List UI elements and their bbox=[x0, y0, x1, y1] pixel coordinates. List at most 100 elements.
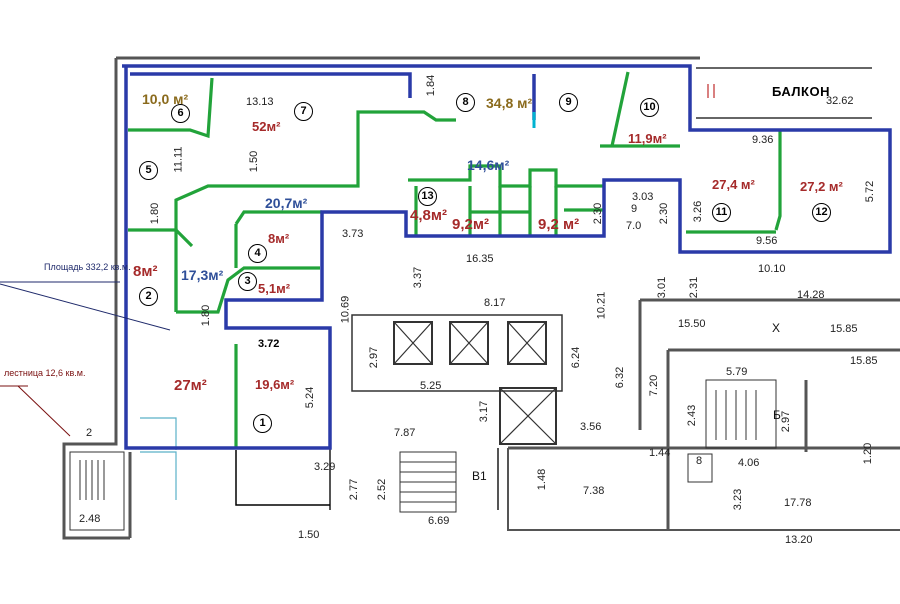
letter-b: Б bbox=[773, 408, 781, 422]
room-number-10: 10 bbox=[640, 98, 659, 117]
dim: 13.20 bbox=[785, 534, 813, 546]
dim: 7.0 bbox=[626, 220, 642, 232]
room-area-8: 34,8 м² bbox=[486, 95, 533, 111]
room-number-9: 9 bbox=[559, 93, 578, 112]
dim: 3.03 bbox=[632, 191, 654, 203]
corridor-area-1: 20,7м² bbox=[265, 195, 308, 211]
dim: 3.26 bbox=[692, 200, 705, 223]
room-area-4: 8м² bbox=[268, 231, 290, 246]
room-number-4: 4 bbox=[248, 244, 267, 263]
dim: 6.69 bbox=[428, 515, 450, 527]
room-number-6: 6 bbox=[171, 104, 190, 123]
room-number-5: 5 bbox=[139, 161, 158, 180]
door-swings bbox=[140, 417, 177, 500]
wc-area-1: 9,2м² bbox=[452, 216, 489, 233]
dim: 15.85 bbox=[830, 323, 858, 335]
corridor-area-4: 27м² bbox=[174, 377, 207, 394]
room-area-10: 11,9м² bbox=[628, 131, 667, 146]
dim: 7.87 bbox=[394, 427, 416, 439]
dim: 3.73 bbox=[342, 228, 364, 240]
dim: 1.80 bbox=[149, 202, 162, 225]
dim: 2.43 bbox=[686, 404, 699, 427]
dim: 3.01 bbox=[656, 276, 669, 299]
dim: 9.56 bbox=[756, 235, 778, 247]
dim: 2.97 bbox=[780, 410, 793, 433]
dim: 17.78 bbox=[784, 497, 812, 509]
dim: 5.72 bbox=[864, 180, 877, 203]
dim: 2.77 bbox=[348, 478, 361, 501]
dim: 16.35 bbox=[466, 253, 494, 265]
dim: 1.20 bbox=[862, 442, 875, 465]
dim: 2 bbox=[86, 427, 93, 439]
dim: 13.13 bbox=[246, 96, 274, 108]
letter-x: Х bbox=[772, 321, 781, 335]
room-area-12: 27,2 м² bbox=[800, 179, 843, 194]
room-number-2: 2 bbox=[139, 287, 158, 306]
room-area-3: 5,1м² bbox=[258, 281, 291, 296]
dim: 3.56 bbox=[580, 421, 602, 433]
green-partitions bbox=[128, 71, 782, 448]
dim: 32.62 bbox=[826, 95, 854, 107]
room-area-2: 8м² bbox=[133, 263, 158, 280]
room-number-11: 11 bbox=[712, 203, 731, 222]
dim: 7.20 bbox=[648, 374, 661, 397]
room-number-12: 12 bbox=[812, 203, 831, 222]
dim: 5.24 bbox=[304, 386, 317, 409]
room-area-1: 19,6м² bbox=[255, 377, 295, 392]
dim: 1.84 bbox=[425, 74, 438, 97]
dim: 9 bbox=[631, 203, 638, 215]
building-walls bbox=[62, 56, 900, 540]
corridor-area-2: 17,3м² bbox=[181, 267, 224, 283]
dim: 10.21 bbox=[595, 291, 608, 320]
room-number-7: 7 bbox=[294, 102, 313, 121]
dim: 9.36 bbox=[752, 134, 774, 146]
elevator-shafts bbox=[351, 314, 563, 445]
room-area-13: 4,8м² bbox=[410, 207, 447, 224]
dim: 4.06 bbox=[738, 457, 760, 469]
room-number-8: 8 bbox=[456, 93, 475, 112]
dim: 1.80 bbox=[200, 304, 213, 327]
dim: 2.97 bbox=[368, 346, 381, 369]
corridor-area-3: 14,6м² bbox=[467, 157, 510, 173]
dim: 1.50 bbox=[298, 529, 320, 541]
dim: 6.32 bbox=[614, 366, 627, 389]
room-area-6: 10,0 м² bbox=[142, 91, 189, 107]
dim: 11.11 bbox=[172, 146, 185, 173]
room-number-3: 3 bbox=[238, 272, 257, 291]
dim: 3.37 bbox=[412, 266, 425, 289]
balcony-outline bbox=[696, 67, 872, 119]
dim: 3.29 bbox=[314, 461, 336, 473]
dim: 15.50 bbox=[678, 318, 706, 330]
dim: 10.69 bbox=[339, 295, 352, 324]
dim: 2.30 bbox=[592, 202, 605, 225]
dim: 5.79 bbox=[726, 366, 748, 378]
dim: 14.28 bbox=[797, 289, 825, 301]
dim: 8.17 bbox=[484, 297, 506, 309]
room-area-11: 27,4 м² bbox=[712, 177, 755, 192]
dim: 2.48 bbox=[79, 513, 101, 525]
dim: 1.50 bbox=[248, 150, 261, 173]
dim: 2.31 bbox=[688, 276, 701, 299]
b1-label: В1 bbox=[472, 469, 487, 483]
balcony-label: БАЛКОН bbox=[772, 84, 830, 99]
room-number-1: 1 bbox=[253, 414, 272, 433]
dim: 1.48 bbox=[536, 468, 549, 491]
dim: 10.10 bbox=[758, 263, 786, 275]
dim: 2.30 bbox=[658, 202, 671, 225]
dim: 7.38 bbox=[583, 485, 605, 497]
room-area-7: 52м² bbox=[252, 119, 281, 134]
dim: 8 bbox=[696, 455, 703, 467]
stairwell bbox=[69, 379, 777, 531]
dim: 3.72 bbox=[258, 338, 280, 350]
dim: 1.44 bbox=[649, 447, 671, 459]
wc-area-2: 9,2 м² bbox=[538, 216, 580, 233]
dim: 3.17 bbox=[478, 400, 491, 423]
dim: 15.85 bbox=[850, 355, 878, 367]
room-number-13: 13 bbox=[418, 187, 437, 206]
dim: 3.23 bbox=[732, 488, 745, 511]
total-area-note: Площадь 332,2 кв.м. bbox=[44, 262, 131, 272]
dim: 2.52 bbox=[376, 478, 389, 501]
stairs-area-note: лестница 12,6 кв.м. bbox=[4, 368, 86, 378]
dim: 6.24 bbox=[570, 346, 583, 369]
